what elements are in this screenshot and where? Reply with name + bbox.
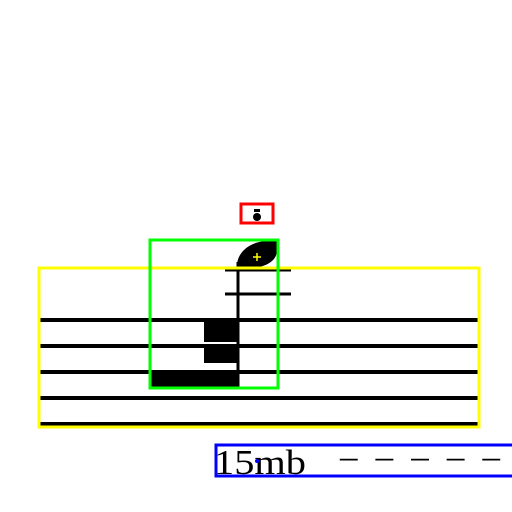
ottava-center-marker (255, 459, 259, 463)
beam-group (151, 322, 237, 387)
ornament-bounding-box (239, 202, 275, 225)
staff-bounding-box (37, 266, 481, 429)
ledger-lines (225, 268, 291, 296)
note-group-bounding-box (148, 238, 280, 390)
ornament-symbol (253, 209, 261, 221)
ottava-marking: 15mb (214, 443, 306, 482)
ottava-dashes: – – – – – (339, 437, 501, 476)
staff (40, 318, 478, 426)
beam (204, 322, 237, 342)
ottava-bounding-box (214, 443, 512, 478)
note-center-marker (253, 253, 261, 261)
beam (151, 371, 237, 387)
beam (204, 346, 237, 363)
